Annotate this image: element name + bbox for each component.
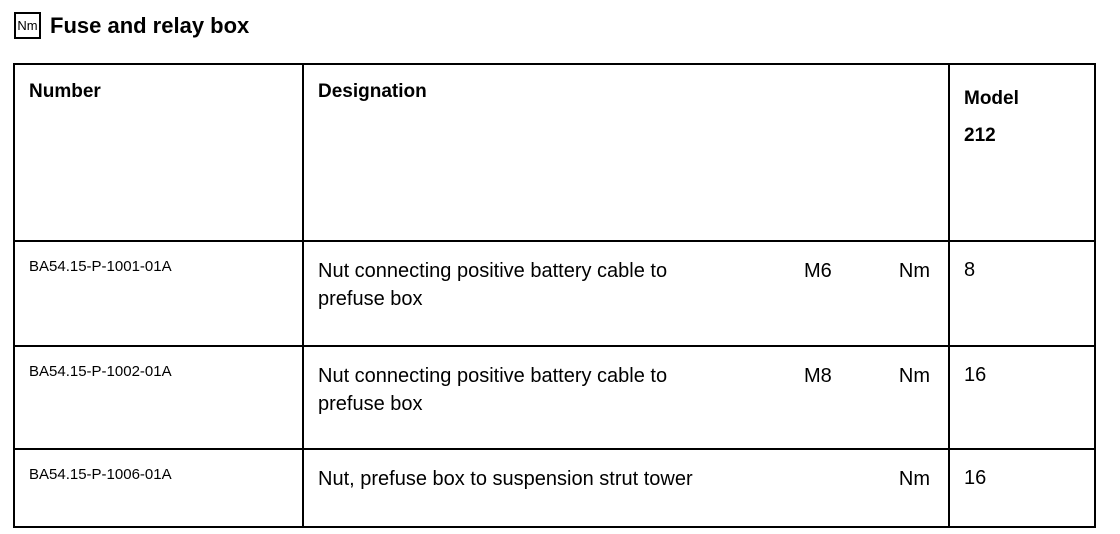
section-title-row: Nm Fuse and relay box xyxy=(14,12,249,39)
column-header-model-code: 212 xyxy=(964,125,996,146)
part-number-cell: BA54.15-P-1002-01A xyxy=(13,345,304,450)
table-row: BA54.15-P-1001-01A Nut connecting positi… xyxy=(13,240,1096,347)
thread-size: M6 xyxy=(804,260,832,282)
designation-text: Nut connecting positive battery cable to… xyxy=(318,260,668,310)
torque-unit: Nm xyxy=(898,260,930,282)
torque-value-cell: 16 xyxy=(948,345,1096,450)
designation-cell: Nut connecting positive battery cable to… xyxy=(302,345,950,450)
column-header-designation-label: Designation xyxy=(318,81,427,102)
torque-value-cell: 16 xyxy=(948,448,1096,528)
torque-unit-badge-icon: Nm xyxy=(14,12,41,39)
torque-value-cell: 8 xyxy=(948,240,1096,347)
thread-size: M8 xyxy=(804,365,832,387)
designation-cell: Nut connecting positive battery cable to… xyxy=(302,240,950,347)
table-row: BA54.15-P-1002-01A Nut connecting positi… xyxy=(13,345,1096,450)
torque-unit: Nm xyxy=(898,468,930,490)
column-header-number: Number xyxy=(13,63,304,242)
designation-cell: Nut, prefuse box to suspension strut tow… xyxy=(302,448,950,528)
table-header-row: Number Designation Model 212 xyxy=(13,63,1096,242)
part-number-cell: BA54.15-P-1006-01A xyxy=(13,448,304,528)
designation-text: Nut, prefuse box to suspension strut tow… xyxy=(318,468,693,490)
column-header-model-label: Model xyxy=(964,88,1019,109)
column-header-number-label: Number xyxy=(29,81,101,102)
torque-unit: Nm xyxy=(898,365,930,387)
column-header-designation: Designation xyxy=(302,63,950,242)
designation-layout: Nut connecting positive battery cable to… xyxy=(318,257,934,313)
designation-layout: Nut, prefuse box to suspension strut tow… xyxy=(318,465,934,493)
torque-spec-table: Number Designation Model 212 BA54.15-P-1… xyxy=(13,63,1096,528)
designation-layout: Nut connecting positive battery cable to… xyxy=(318,362,934,418)
section-title: Fuse and relay box xyxy=(50,12,250,38)
column-header-model: Model 212 xyxy=(948,63,1096,242)
part-number-cell: BA54.15-P-1001-01A xyxy=(13,240,304,347)
table-row: BA54.15-P-1006-01A Nut, prefuse box to s… xyxy=(13,448,1096,528)
designation-text: Nut connecting positive battery cable to… xyxy=(318,365,668,415)
